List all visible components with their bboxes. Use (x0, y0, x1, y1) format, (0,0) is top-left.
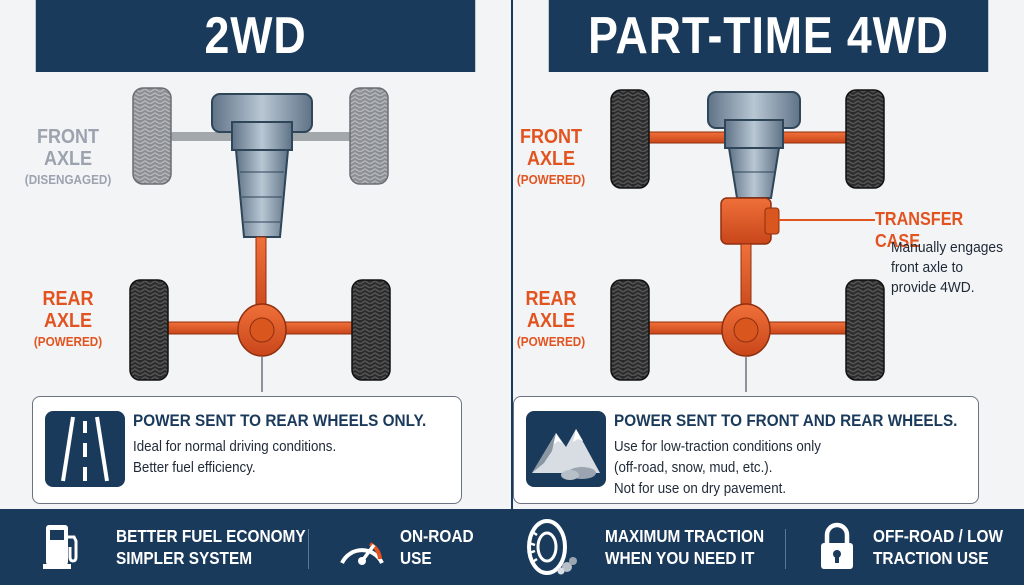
rear-axle-label: REAR AXLE (POWERED) (33, 288, 103, 349)
transfer-case (720, 197, 772, 245)
footer-line: SIMPLER SYSTEM (116, 548, 253, 568)
footer-separator (785, 529, 786, 569)
drivetrain-illustration (129, 87, 391, 394)
footer-item-maximum-traction: MAXIMUM TRACTION WHEN YOU NEED IT (513, 509, 783, 585)
drivetrain-diagram-4wd: FRONT AXLE (POWERED) REAR AXLE (POWERED)… (513, 72, 1024, 394)
drivetrain-illustration (610, 89, 885, 394)
footer-line: ON-ROAD (400, 526, 474, 546)
footer-item-off-road: OFF-ROAD / LOW TRACTION USE (803, 509, 1023, 585)
footer-item-fuel-economy: BETTER FUEL ECONOMY SIMPLER SYSTEM (0, 509, 306, 585)
footer-line: WHEN YOU NEED IT (605, 548, 755, 568)
footer-item-on-road: ON-ROAD USE (320, 509, 510, 585)
drivetrain-diagram-2wd: FRONT AXLE (DISENGAGED) REAR AXLE (POWER… (0, 72, 511, 394)
lock-icon (821, 522, 853, 569)
front-right-tire (845, 89, 885, 189)
footer-separator (308, 529, 309, 569)
fuel-pump-icon (43, 525, 78, 569)
info-line: Not for use on dry pavement. (614, 481, 787, 497)
front-left-tire (132, 87, 172, 185)
rear-left-tire (610, 279, 650, 381)
rear-left-tire (129, 279, 169, 381)
footer-line: TRACTION USE (873, 548, 989, 568)
info-box: POWER SENT TO FRONT AND REAR WHEELS. Use… (513, 396, 979, 504)
info-box: POWER SENT TO REAR WHEELS ONLY. Ideal fo… (32, 396, 462, 504)
info-line: Ideal for normal driving conditions. (133, 439, 337, 455)
road-icon (45, 411, 125, 487)
transfer-case-label: TRANSFER CASE (875, 209, 964, 251)
speedometer-icon (340, 542, 384, 565)
rear-right-tire (845, 279, 885, 381)
footer-bar: BETTER FUEL ECONOMY SIMPLER SYSTEM ON-RO… (0, 509, 511, 585)
rear-right-tire (351, 279, 391, 381)
info-title: POWER SENT TO REAR WHEELS ONLY. (133, 411, 427, 430)
front-axle-label: FRONT AXLE (POWERED) (516, 126, 586, 187)
transfer-case-description: Manually engages front axle to provide 4… (891, 239, 1004, 296)
footer-line: BETTER FUEL ECONOMY (116, 526, 306, 546)
panel-2wd: 2WD FRONT AXLE (0, 0, 511, 585)
panel-title: PART-TIME 4WD (548, 0, 989, 72)
panel-part-time-4wd: PART-TIME 4WD FRONT (513, 0, 1024, 585)
info-line: Better fuel efficiency. (133, 460, 256, 476)
transmission (727, 147, 781, 199)
rear-axle-label: REAR AXLE (POWERED) (516, 288, 586, 349)
info-line: Use for low-traction conditions only (614, 439, 821, 455)
front-right-tire (349, 87, 389, 185)
info-line: (off-road, snow, mud, etc.). (614, 460, 773, 476)
mountain-icon (526, 411, 606, 487)
footer-line: USE (400, 548, 432, 568)
footer-line: MAXIMUM TRACTION (605, 526, 765, 546)
transmission (234, 149, 290, 238)
info-title: POWER SENT TO FRONT AND REAR WHEELS. (614, 411, 958, 430)
panel-divider (511, 0, 513, 585)
front-axle-label: FRONT AXLE (DISENGAGED) (24, 126, 112, 187)
footer-line: OFF-ROAD / LOW (873, 526, 1004, 546)
front-left-tire (610, 89, 650, 189)
tire-icon (527, 519, 577, 575)
footer-bar: MAXIMUM TRACTION WHEN YOU NEED IT OFF-RO… (513, 509, 1024, 585)
panel-title: 2WD (35, 0, 476, 72)
